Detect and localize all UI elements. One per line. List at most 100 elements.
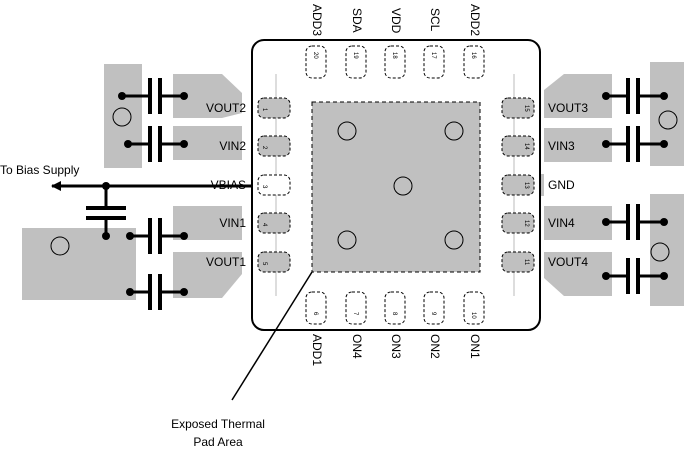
via (650, 242, 670, 262)
pin-pad (257, 135, 291, 157)
capacitor (602, 204, 668, 240)
left-pin-1: 1 VOUT2 (206, 97, 291, 119)
right-pin-13: 13 GND (501, 174, 575, 196)
pin-label: VIN4 (548, 216, 575, 230)
capacitor (602, 126, 668, 162)
pin-label: VIN2 (219, 139, 246, 153)
pin-pad (501, 135, 535, 157)
left-copper (22, 64, 242, 300)
vin4-trace (544, 206, 612, 240)
pin-label: VIN3 (548, 139, 575, 153)
pin-pad (501, 212, 535, 234)
left-lower-ground-plane (22, 228, 136, 300)
pin-label: VDD (389, 8, 403, 34)
pin-label: VIN1 (219, 216, 246, 230)
thermal-via (337, 230, 357, 250)
pin-number: 11 (523, 259, 529, 266)
left-pin-4: 4 VIN1 (219, 212, 291, 234)
pin-pad (257, 212, 291, 234)
pin-label: SCL (428, 8, 442, 32)
via (658, 110, 678, 130)
pin-number: 18 (391, 52, 397, 59)
pin-number: 19 (352, 52, 358, 59)
pin-number: 8 (391, 312, 397, 316)
pin-number: 17 (430, 52, 436, 59)
vout3-trace (544, 74, 612, 118)
pin-label: ON2 (428, 334, 442, 359)
pin-pad (501, 251, 535, 273)
pin-pad (501, 174, 535, 196)
pin-label: ON3 (389, 334, 403, 359)
pin-pad (345, 45, 367, 79)
pin-pad (463, 45, 485, 79)
pin-pad (423, 45, 445, 79)
bias-supply-label: To Bias Supply (0, 163, 79, 177)
bottom-pin-8: 8 ON3 (384, 291, 406, 359)
vin2-trace (173, 126, 242, 160)
pin-pad (463, 291, 485, 325)
pin-pad (345, 291, 367, 325)
pin-number: 7 (352, 312, 358, 316)
pin-pad (257, 174, 291, 196)
pin-number: 16 (470, 52, 476, 59)
pin-number: 15 (523, 105, 529, 112)
thermal-pad-leader (231, 271, 313, 401)
left-pin-2: 2 VIN2 (219, 135, 291, 157)
pin-pad (305, 45, 327, 79)
capacitor (602, 78, 668, 114)
pin-label: ADD2 (468, 4, 482, 36)
right-pin-15: 15 VOUT3 (501, 97, 588, 119)
capacitor (124, 126, 188, 162)
pin-number: 2 (261, 146, 267, 150)
right-pin-12: 12 VIN4 (501, 212, 575, 234)
thermal-pad-label-line1: Exposed Thermal (171, 417, 265, 431)
pin-label: ADD3 (310, 4, 324, 36)
pin-pad (501, 97, 535, 119)
thermal-via (444, 121, 464, 141)
vout2-trace (173, 74, 242, 118)
pin-number: 14 (523, 143, 529, 150)
pin-label: ON1 (468, 334, 482, 359)
capacitor (126, 218, 188, 254)
pin-label: VOUT2 (206, 101, 246, 115)
via (50, 236, 70, 256)
capacitor (602, 258, 668, 294)
pin-label: ADD1 (310, 334, 324, 366)
vout4-trace (544, 252, 612, 296)
vbias-connection (51, 181, 252, 240)
top-pin-19: 19 SDA (345, 8, 367, 79)
capacitor (126, 274, 188, 310)
bottom-pin-6: 6 ADD1 (305, 291, 327, 366)
thermal-pad-label-line2: Pad Area (193, 435, 243, 449)
pin-label: ON4 (350, 334, 364, 359)
left-pin-5: 5 VOUT1 (206, 251, 291, 273)
pin-pad (423, 291, 445, 325)
pin-pad (305, 291, 327, 325)
top-pin-16: 16 ADD2 (463, 4, 485, 79)
right-pin-14: 14 VIN3 (501, 135, 575, 157)
pin-number: 10 (470, 312, 476, 319)
pin-label: VOUT4 (548, 255, 588, 269)
thermal-via (444, 230, 464, 250)
bottom-pin-10: 10 ON1 (463, 291, 485, 359)
pin-number: 13 (523, 182, 529, 189)
bottom-pin-9: 9 ON2 (423, 291, 445, 359)
pin-label: VOUT3 (548, 101, 588, 115)
thermal-via (393, 176, 413, 196)
vin1-trace (173, 206, 242, 240)
pin-number: 1 (261, 108, 267, 112)
pin-number: 6 (312, 312, 318, 316)
via (112, 107, 132, 127)
pin-pad (384, 291, 406, 325)
pin-pad (257, 251, 291, 273)
capacitor (118, 78, 188, 114)
vout1-trace (173, 252, 242, 298)
vin3-trace (544, 128, 612, 162)
pin-number: 20 (312, 52, 318, 59)
pin-number: 3 (261, 185, 267, 189)
pin-label: SDA (350, 8, 364, 33)
top-pin-20: 20 ADD3 (305, 4, 327, 79)
pin-pad (257, 97, 291, 119)
bottom-pin-7: 7 ON4 (345, 291, 367, 359)
